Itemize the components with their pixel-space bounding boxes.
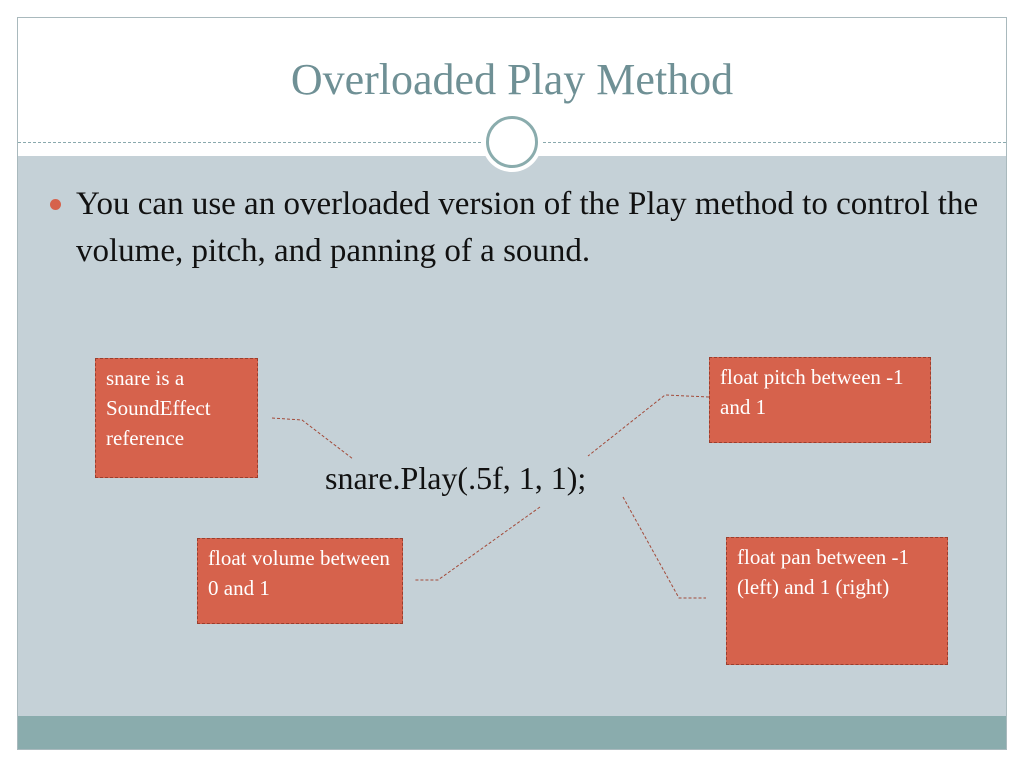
bullet-text: You can use an overloaded version of the… [76,186,979,269]
callout-snare-reference: snare is a SoundEffect reference [95,358,258,478]
footer-bar [18,716,1006,749]
circle-ornament-icon [486,116,538,168]
bullet-dot-icon [50,199,61,210]
callout-pitch: float pitch between -1 and 1 [709,357,931,443]
code-snippet: snare.Play(.5f, 1, 1); [325,460,587,496]
callout-pan: float pan between -1 (left) and 1 (right… [726,537,948,665]
slide: Overloaded Play Method You can use an ov… [17,17,1007,750]
callout-volume: float volume between 0 and 1 [197,538,403,624]
slide-title: Overloaded Play Method [290,55,734,104]
